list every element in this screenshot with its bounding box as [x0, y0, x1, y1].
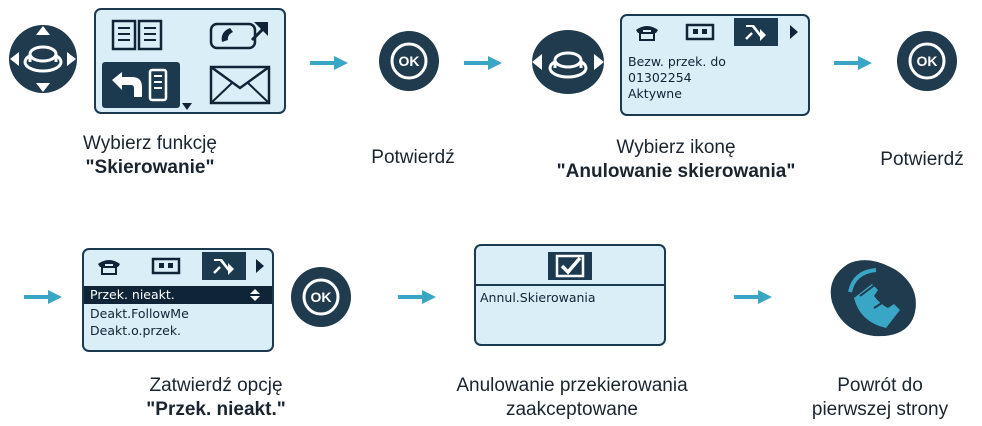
right-arrow-icon[interactable]	[252, 254, 268, 278]
caption-bold: "Przek. nieakt."	[146, 399, 286, 420]
caption-text: pierwszej strony	[811, 399, 949, 420]
voicemail-icon[interactable]	[680, 20, 720, 44]
flow-arrow	[398, 290, 436, 304]
option-item[interactable]: Deakt.o.przek.	[90, 323, 182, 338]
navigation-key-icon[interactable]	[6, 22, 80, 96]
confirmation-text: Annul.Skierowania	[480, 290, 596, 305]
flow-arrow	[734, 290, 772, 304]
ok-key-label: OK	[311, 289, 332, 305]
cancel-confirmation-screen: Annul.Skierowania	[474, 244, 666, 346]
ok-key-label: OK	[399, 53, 420, 69]
forward-icon[interactable]	[734, 18, 778, 46]
calls-icon[interactable]	[208, 18, 274, 52]
voicemail-icon[interactable]	[146, 254, 186, 278]
ok-key-icon[interactable]: OK	[290, 266, 352, 328]
step2-caption: Potwierdź	[348, 146, 478, 170]
caption-text: Zatwierdź opcję	[149, 375, 283, 396]
ok-key-icon[interactable]: OK	[378, 30, 440, 92]
divider	[476, 284, 664, 286]
right-arrow-icon[interactable]	[786, 20, 802, 44]
caption-text: Powrót do	[837, 375, 923, 396]
directory-icon[interactable]	[110, 18, 164, 52]
caption-bold: "Skierowanie"	[85, 157, 215, 178]
step8-caption: Powrót do pierwszej strony	[780, 374, 980, 422]
caption-text: Potwierdź	[371, 147, 455, 168]
flow-arrow	[310, 56, 348, 70]
ok-key-icon[interactable]: OK	[896, 30, 958, 92]
up-down-icon	[250, 289, 260, 301]
caption-text: Potwierdź	[880, 149, 964, 170]
selected-option-label: Przek. nieakt.	[90, 287, 175, 302]
caption-text: Anulowanie przekierowania	[456, 375, 688, 396]
selected-option[interactable]: Przek. nieakt.	[84, 286, 272, 304]
forward-icon[interactable]	[202, 252, 246, 280]
flow-arrow	[834, 56, 872, 70]
phone-icon[interactable]	[90, 254, 128, 278]
screen-line-2: 01302254	[628, 70, 692, 85]
flow-arrow	[24, 290, 62, 304]
phone-icon[interactable]	[628, 20, 666, 44]
caption-text: zaakceptowane	[505, 399, 639, 420]
step3-caption: Wybierz ikonę "Anulowanie skierowania"	[516, 136, 836, 184]
option-item[interactable]: Deakt.FollowMe	[90, 306, 189, 321]
envelope-icon[interactable]	[208, 64, 272, 106]
caption-bold: "Anulowanie skierowania"	[556, 161, 796, 182]
forward-icon[interactable]	[102, 62, 180, 108]
hangup-key-icon[interactable]	[826, 252, 926, 340]
screen-line-1: Bezw. przek. do	[628, 54, 726, 69]
checkmark-icon	[548, 252, 592, 280]
step4-caption: Potwierdź	[862, 148, 982, 172]
function-menu-screen	[94, 8, 286, 114]
ok-key-label: OK	[917, 53, 938, 69]
step7-caption: Anulowanie przekierowania zaakceptowane	[412, 374, 732, 422]
forward-status-screen: Bezw. przek. do 01302254 Aktywne	[620, 14, 810, 116]
forward-options-screen: Przek. nieakt. Deakt.FollowMe Deakt.o.pr…	[82, 248, 274, 352]
navigation-key-icon[interactable]	[528, 28, 608, 96]
chevron-down-icon	[182, 98, 192, 110]
caption-text: Wybierz funkcję	[83, 133, 217, 154]
flow-arrow	[464, 56, 502, 70]
step1-caption: Wybierz funkcję "Skierowanie"	[30, 132, 270, 180]
step5-caption: Zatwierdź opcję "Przek. nieakt."	[96, 374, 336, 422]
screen-line-3: Aktywne	[628, 86, 682, 101]
caption-text: Wybierz ikonę	[616, 137, 736, 158]
